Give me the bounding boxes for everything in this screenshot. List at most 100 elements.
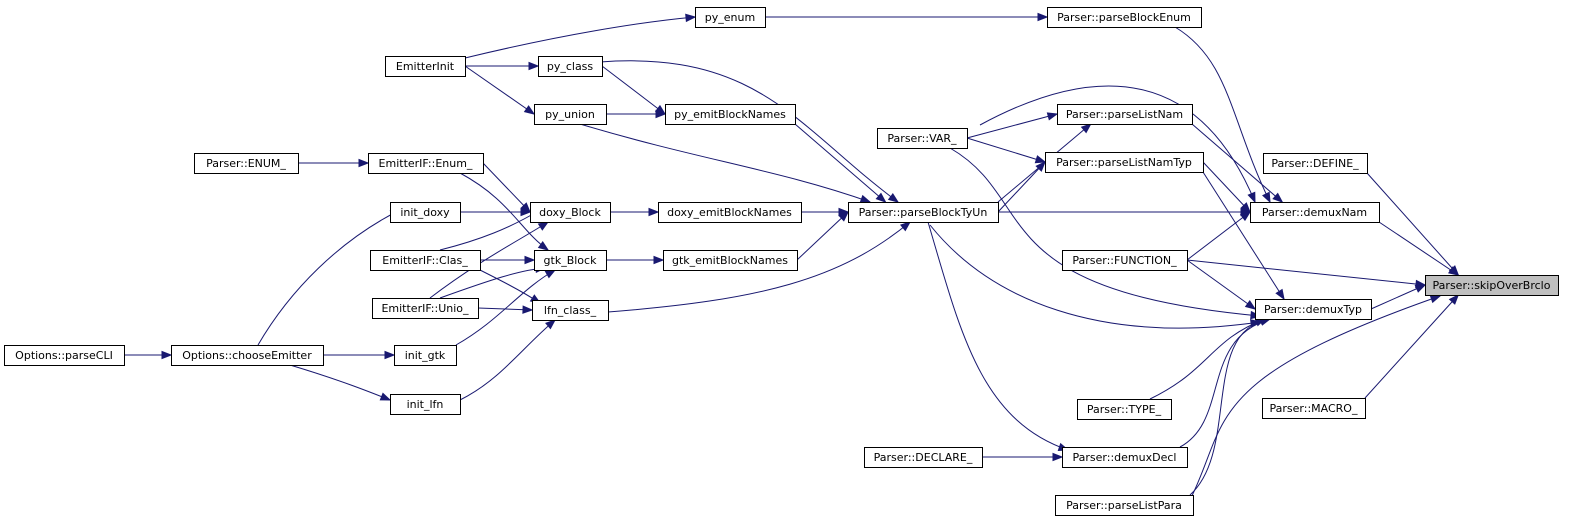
node-py_class[interactable]: py_class: [538, 56, 603, 77]
edge-py_enum-to-parseBlockEnum: [765, 12, 1049, 22]
node-box: [394, 345, 457, 366]
edge-demuxDecl-to-demuxTyp: [1179, 317, 1272, 448]
node-label: Parser::parseListNam: [1066, 108, 1183, 121]
node-define[interactable]: Parser::DEFINE_: [1263, 153, 1368, 174]
node-box: [1062, 250, 1188, 271]
node-label: Parser::parseListPara: [1066, 499, 1182, 512]
edge-parseListNamTyp-to-demuxTyp: [1202, 171, 1285, 301]
edge-parseListPara-to-skip: [1189, 295, 1442, 501]
node-label: Parser::VAR_: [887, 132, 957, 145]
edge-define-to-skip: [1366, 172, 1460, 277]
edge-var-to-parseListNamTyp: [966, 137, 1047, 164]
node-label: EmitterIF::Clas_: [382, 254, 468, 267]
node-init_gtk[interactable]: init_gtk: [394, 345, 457, 366]
node-emitterInit[interactable]: EmitterInit: [385, 56, 466, 77]
node-box: [1262, 398, 1366, 419]
node-label: Parser::parseListNamTyp: [1056, 156, 1192, 169]
node-box: [372, 298, 479, 319]
edge-parseBlockTyUn-to-demuxNam: [998, 207, 1252, 217]
node-label: py_emitBlockNames: [674, 108, 786, 121]
edge-doxy_Block-to-doxy_emitBlockNames: [610, 207, 660, 217]
node-chooseEmitter[interactable]: Options::chooseEmitter: [171, 345, 324, 366]
node-label: gtk_emitBlockNames: [672, 254, 788, 267]
node-init_doxy[interactable]: init_doxy: [390, 202, 461, 223]
node-var[interactable]: Parser::VAR_: [877, 128, 968, 149]
node-box: [665, 104, 796, 125]
node-box: [1425, 275, 1559, 296]
node-label: Parser::DEFINE_: [1271, 157, 1359, 170]
node-label: EmitterIF::Unio_: [381, 302, 469, 315]
node-init_lfn[interactable]: init_lfn: [390, 394, 461, 415]
node-label: Parser::parseBlockTyUn: [859, 206, 988, 219]
edge-chooseEmitter-to-init_lfn: [289, 364, 392, 401]
edge-function-to-demuxTyp: [1186, 259, 1257, 310]
node-box: [194, 153, 299, 174]
node-doxy_emitBlockNames[interactable]: doxy_emitBlockNames: [658, 202, 802, 223]
node-box: [4, 345, 125, 366]
node-enumIF[interactable]: EmitterIF::Enum_: [368, 153, 484, 174]
node-label: doxy_emitBlockNames: [667, 206, 792, 219]
node-unioIF[interactable]: EmitterIF::Unio_: [372, 298, 479, 319]
edge-parserEnum-to-enumIF: [298, 158, 370, 168]
node-label: Parser::DECLARE_: [874, 451, 973, 464]
edge-demuxTyp-to-skip: [1370, 284, 1427, 310]
node-box: [390, 202, 461, 223]
edge-chooseEmitter-to-init_gtk: [323, 350, 396, 360]
node-demuxDecl[interactable]: Parser::demuxDecl: [1062, 447, 1188, 468]
edge-gtk_Block-to-gtk_emitBlockNames: [606, 255, 665, 265]
node-gtk_Block[interactable]: gtk_Block: [534, 250, 607, 271]
node-label: init_gtk: [405, 349, 446, 362]
edge-var-to-demuxNam: [979, 85, 1256, 204]
node-label: Parser::demuxNam: [1262, 206, 1367, 219]
node-parseBlockTyUn[interactable]: Parser::parseBlockTyUn: [848, 202, 999, 223]
node-function[interactable]: Parser::FUNCTION_: [1062, 250, 1188, 271]
node-label: Parser::skipOverBrclo: [1433, 279, 1551, 292]
node-box: [864, 447, 983, 468]
node-box: [532, 300, 609, 321]
node-macro[interactable]: Parser::MACRO_: [1262, 398, 1366, 419]
edge-unioIF-to-lfn_class: [477, 305, 534, 314]
node-label: EmitterInit: [396, 60, 455, 73]
edge-parseBlockTyUn-to-demuxDecl: [927, 221, 1070, 451]
node-skip[interactable]: Parser::skipOverBrclo: [1425, 275, 1559, 296]
node-parseCLI[interactable]: Options::parseCLI: [4, 345, 125, 366]
node-parseBlockEnum[interactable]: Parser::parseBlockEnum: [1047, 7, 1202, 28]
node-lfn_class[interactable]: lfn_class_: [532, 300, 609, 321]
node-type[interactable]: Parser::TYPE_: [1077, 399, 1172, 420]
node-gtk_emitBlockNames[interactable]: gtk_emitBlockNames: [663, 250, 798, 271]
node-parseListPara[interactable]: Parser::parseListPara: [1055, 495, 1194, 516]
node-label: Options::parseCLI: [15, 349, 113, 362]
node-py_enum[interactable]: py_enum: [695, 7, 766, 28]
node-parseListNamTyp[interactable]: Parser::parseListNamTyp: [1045, 152, 1204, 173]
node-parserEnum[interactable]: Parser::ENUM_: [194, 153, 299, 174]
node-label: Parser::TYPE_: [1087, 403, 1162, 416]
edge-clasIF-to-gtk_Block: [480, 255, 536, 265]
node-py_emitBlockNames[interactable]: py_emitBlockNames: [665, 104, 796, 125]
node-label: lfn_class_: [544, 304, 597, 317]
node-label: init_lfn: [407, 398, 444, 411]
node-box: [390, 394, 461, 415]
node-label: Options::chooseEmitter: [182, 349, 312, 362]
node-label: init_doxy: [400, 206, 450, 219]
node-box: [1055, 495, 1194, 516]
node-label: gtk_Block: [544, 254, 598, 267]
edge-function-to-demuxNam: [1186, 211, 1252, 261]
node-clasIF[interactable]: EmitterIF::Clas_: [370, 250, 481, 271]
node-box: [534, 104, 607, 125]
node-box: [1057, 104, 1193, 125]
node-box: [1077, 399, 1172, 420]
node-box: [877, 128, 968, 149]
node-demuxTyp[interactable]: Parser::demuxTyp: [1255, 299, 1372, 320]
node-box: [663, 250, 798, 271]
node-py_union[interactable]: py_union: [534, 104, 607, 125]
edge-parseListPara-to-demuxTyp: [1189, 316, 1272, 496]
edge-demuxNam-to-skip: [1378, 221, 1460, 276]
node-declare[interactable]: Parser::DECLARE_: [864, 447, 983, 468]
node-parseListNam[interactable]: Parser::parseListNam: [1057, 104, 1193, 125]
edge-enumIF-to-doxy_Block: [482, 162, 531, 213]
node-doxy_Block[interactable]: doxy_Block: [530, 202, 611, 223]
edge-declare-to-demuxDecl: [982, 452, 1064, 462]
node-demuxNam[interactable]: Parser::demuxNam: [1250, 202, 1380, 223]
